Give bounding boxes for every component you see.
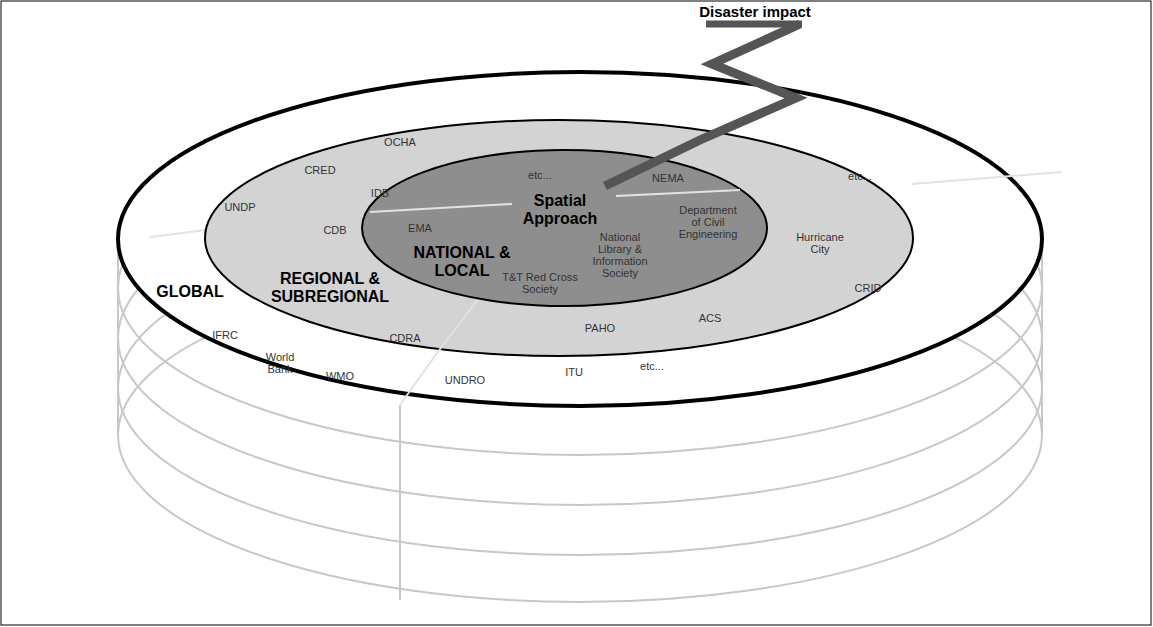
organization-label: etc...	[632, 360, 672, 372]
organization-label: PAHO	[580, 322, 620, 334]
ring-divider	[437, 297, 480, 353]
organization-label: CRID	[848, 282, 888, 294]
organization-label: OCHA	[375, 136, 425, 148]
organization-label: CRED	[295, 164, 345, 176]
organization-label: ITU	[559, 366, 589, 378]
organization-label: etc...	[520, 169, 560, 181]
organization-label: CDRA	[385, 332, 425, 344]
cylinder-divider	[399, 405, 401, 600]
cylinder-side	[117, 238, 119, 435]
organization-label: IFRC	[205, 329, 245, 341]
ring-divider	[370, 204, 512, 212]
organization-label: Department of Civil Engineering	[675, 204, 741, 240]
global-ring: GLOBAL REGIONAL & SUBREGIONAL NATIONAL & L…	[118, 72, 1042, 406]
ring-heading: REGIONAL & SUBREGIONAL	[260, 270, 400, 306]
organization-label: EMA	[400, 222, 440, 234]
cylinder-side	[1041, 238, 1043, 435]
center-title: Spatial Approach	[513, 192, 607, 228]
organization-label: UNDRO	[440, 374, 490, 386]
organization-label: ACS	[690, 312, 730, 324]
ring-ellipse	[362, 150, 767, 306]
ring-divider	[400, 353, 437, 405]
ring-heading: GLOBAL	[145, 283, 235, 301]
organization-label: WMO	[320, 370, 360, 382]
organization-label: etc...	[840, 170, 880, 182]
ring-heading: NATIONAL & LOCAL	[412, 244, 512, 280]
organization-label: National Library & Information Society	[585, 231, 655, 279]
organization-label: NEMA	[646, 172, 690, 184]
organization-label: T&T Red Cross Society	[502, 271, 578, 295]
organization-label: IDB	[360, 187, 400, 199]
ring-divider	[912, 172, 1062, 184]
organization-label: CDB	[315, 224, 355, 236]
organization-label: Hurricane City	[789, 231, 851, 255]
organization-label: UNDP	[215, 201, 265, 213]
organization-label: World Bank	[259, 351, 301, 375]
ring-ellipse	[205, 120, 913, 356]
ring-divider	[616, 190, 740, 196]
bolt-zigzag	[605, 24, 800, 186]
ring-ellipse	[118, 72, 1042, 406]
impact-title: Disaster impact	[685, 2, 825, 19]
